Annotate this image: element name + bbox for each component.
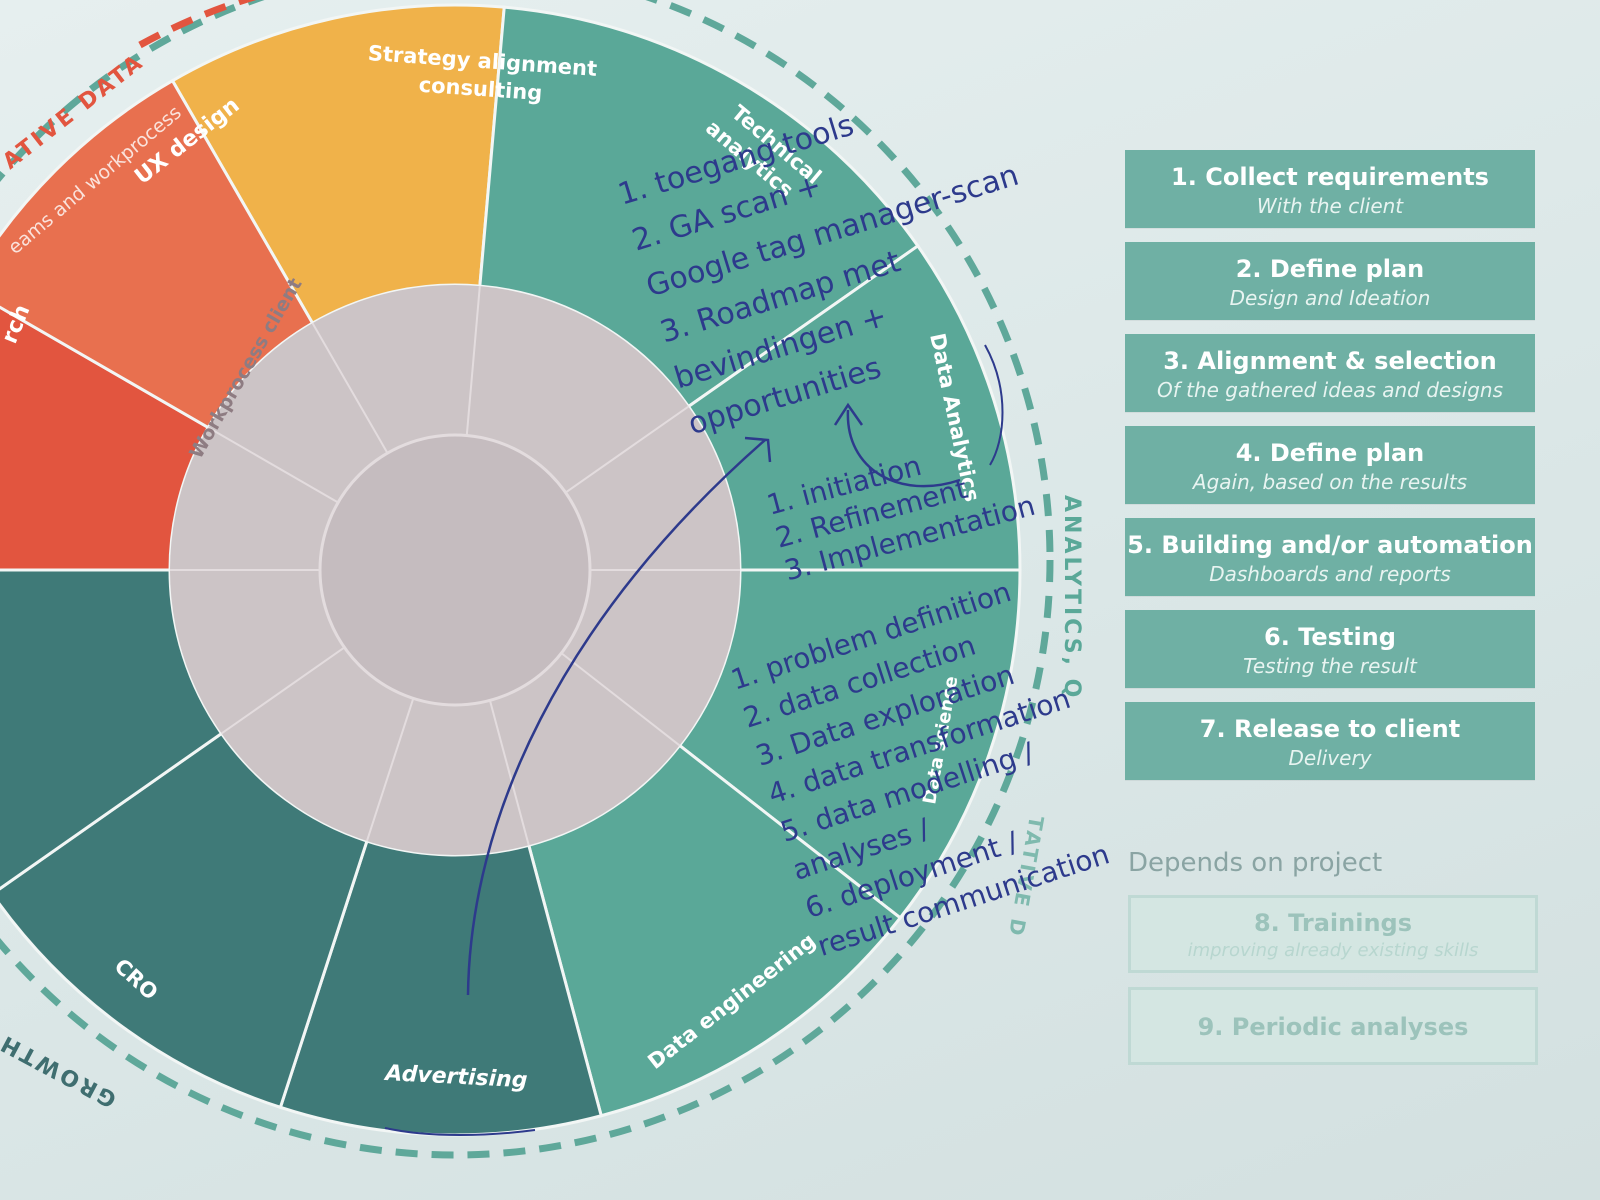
process-step-subtitle: Design and Ideation (1229, 286, 1431, 310)
process-step-subtitle: Again, based on the results (1192, 470, 1468, 494)
process-step-title: 1. Collect requirements (1171, 163, 1489, 191)
process-step-title: 5. Building and/or automation (1127, 531, 1533, 559)
ink-underline-advertising (384, 1127, 536, 1136)
optional-step-title: 8. Trainings (1253, 909, 1413, 937)
process-step-subtitle: Delivery (1288, 746, 1372, 770)
optional-step-title: 9. Periodic analyses (1197, 1013, 1469, 1041)
hub-divider (465, 285, 481, 436)
service-wheel-diagram: Strategy alignmentconsulting Technicalan… (0, 0, 1110, 1159)
optional-step-subtitle: improving already existing skills (1187, 940, 1479, 961)
hub-divider (311, 322, 389, 454)
process-step-title: 7. Release to client (1199, 715, 1461, 743)
ink-arrow-curve (846, 409, 961, 488)
process-step-subtitle: Testing the result (1243, 654, 1417, 678)
outer-dashed-ring-red (138, 0, 257, 49)
depends-on-project-label: Depends on project (1128, 848, 1383, 878)
outer-dashed-ring (0, 0, 1054, 1159)
optional-step-9: 9. Periodic analyses (1128, 987, 1538, 1065)
ring-label-analytics: ANALYTICS, Q (1059, 495, 1084, 700)
process-step-subtitle: With the client (1256, 194, 1404, 218)
hub-circle (318, 433, 592, 707)
process-step-title: 3. Alignment & selection (1163, 347, 1497, 375)
ink-arrowhead-curve (833, 402, 864, 426)
hub-divider (220, 646, 345, 735)
ink-arrow-long (466, 439, 766, 996)
process-step-subtitle: Of the gathered ideas and designs (1156, 378, 1503, 402)
process-step-title: 6. Testing (1264, 623, 1396, 651)
ink-arrowhead-long (744, 436, 772, 463)
hub-divider (565, 405, 690, 494)
hub-divider (560, 652, 681, 747)
process-step-title: 4. Define plan (1235, 439, 1425, 467)
process-step-3: 3. Alignment & selection Of the gathered … (1125, 334, 1535, 412)
ink-bracket (984, 344, 1004, 466)
hub-divider (365, 698, 415, 842)
optional-steps-list: 8. Trainings improving already existing s… (1128, 895, 1538, 1079)
hub-divider (207, 426, 339, 504)
process-step-title: 2. Define plan (1235, 255, 1425, 283)
process-step-subtitle: Dashboards and reports (1209, 562, 1451, 586)
optional-step-8: 8. Trainings improving already existing s… (1128, 895, 1538, 973)
hub-divider (488, 700, 530, 846)
